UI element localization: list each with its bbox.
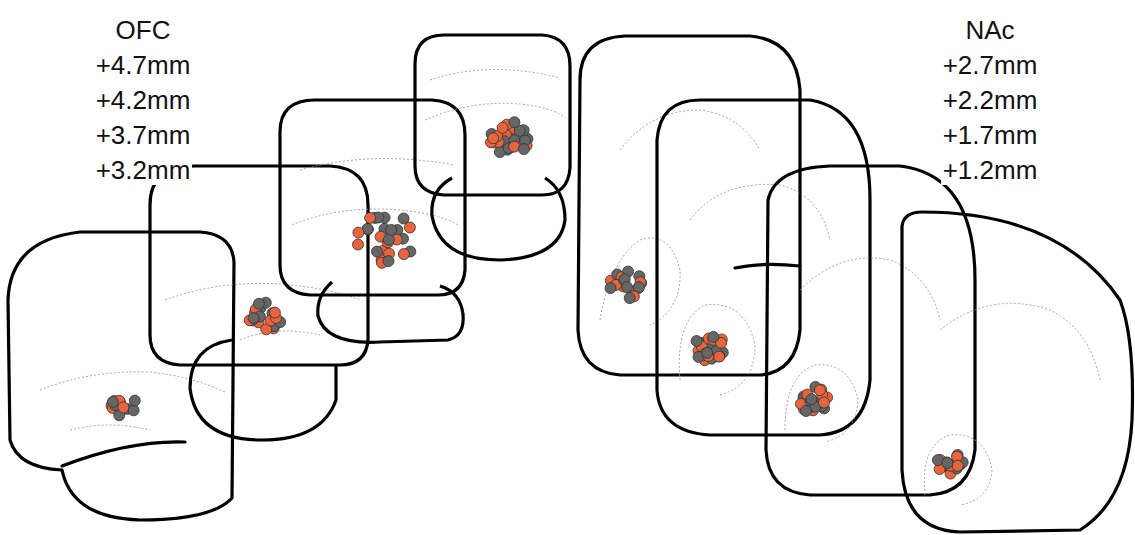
electrode-dot — [386, 224, 397, 235]
coordinate-label: +4.7mm — [94, 50, 193, 80]
electrode-dot — [383, 256, 394, 267]
electrode-dot — [253, 298, 264, 309]
region-border — [785, 365, 858, 442]
region-border — [165, 283, 360, 300]
coordinate-label: +4.2mm — [94, 85, 193, 115]
electrode-dot — [814, 385, 825, 396]
region-border — [70, 425, 150, 430]
electrode-dot — [129, 395, 140, 406]
electrode-dot — [714, 351, 725, 362]
section-line — [62, 442, 185, 466]
electrode-dot — [819, 397, 830, 408]
region-border — [800, 258, 940, 320]
electrode-dot — [365, 212, 376, 223]
region-border — [940, 303, 1100, 380]
electrode-dot — [691, 336, 702, 347]
region-border — [924, 435, 992, 505]
coordinate-label: +3.2mm — [94, 155, 193, 185]
section-outline — [432, 178, 565, 260]
electrode-dot — [952, 460, 963, 471]
region-label: NAc — [963, 15, 1016, 45]
coordinate-label: +1.7mm — [941, 120, 1040, 150]
electrode-placements — [106, 117, 968, 479]
electrode-dot — [128, 405, 139, 416]
region-border — [690, 184, 830, 240]
electrode-dot — [488, 133, 499, 144]
electrode-dot — [248, 313, 259, 324]
electrode-dot — [269, 307, 280, 318]
section-outline — [657, 100, 870, 435]
electrode-dot — [497, 122, 508, 133]
electrode-dot — [107, 396, 118, 407]
electrode-dot — [118, 402, 129, 413]
electrode-dot — [404, 222, 415, 233]
electrode-dot — [353, 239, 364, 250]
electrode-dot — [518, 144, 529, 155]
region-border — [40, 372, 225, 392]
region-border — [679, 305, 755, 396]
section-outline — [766, 166, 975, 495]
region-border — [300, 159, 455, 170]
section-outline — [8, 232, 234, 520]
electrode-dot — [383, 234, 394, 245]
coordinate-label: +3.7mm — [94, 120, 193, 150]
electrode-dot — [708, 331, 719, 342]
coordinate-label: +1.2mm — [941, 155, 1040, 185]
electrode-dot — [942, 458, 953, 469]
electrode-dot — [398, 249, 409, 260]
electrode-dot — [372, 246, 383, 257]
section-outline — [318, 282, 463, 342]
electrode-dot — [605, 283, 616, 294]
electrode-dot — [353, 227, 364, 238]
region-border — [600, 238, 680, 325]
region-border — [240, 331, 320, 340]
electrode-dot — [714, 351, 725, 362]
electrode-dot — [509, 117, 520, 128]
region-border — [425, 103, 565, 120]
region-border — [620, 110, 760, 150]
coordinate-label: +2.7mm — [941, 50, 1040, 80]
electrode-dot — [806, 394, 817, 405]
section-outline — [280, 100, 465, 295]
section-outline — [902, 212, 1133, 532]
region-label: OFC — [114, 15, 173, 45]
coordinate-label: +2.2mm — [941, 85, 1040, 115]
electrode-dot — [702, 347, 713, 358]
section-outline — [415, 35, 570, 195]
electrode-dot — [801, 406, 812, 417]
region-border — [430, 69, 560, 80]
section-outline — [190, 340, 336, 440]
electrode-dot — [624, 293, 635, 304]
electrode-dot — [622, 282, 633, 293]
